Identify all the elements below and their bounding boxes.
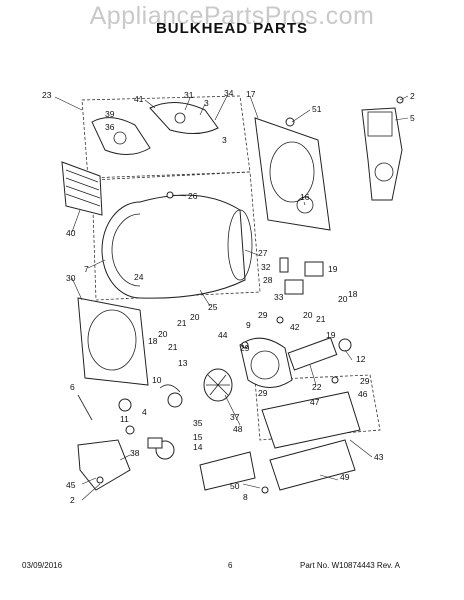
callout-18b: 18 xyxy=(148,336,158,346)
callout-5: 5 xyxy=(410,113,415,123)
thermostat-33 xyxy=(284,279,304,295)
callout-23: 23 xyxy=(42,90,52,100)
group-box-top xyxy=(81,95,251,179)
callout-37: 37 xyxy=(230,412,240,422)
callout-47: 47 xyxy=(310,397,320,407)
callout-21: 21 xyxy=(316,314,326,324)
screws xyxy=(96,96,404,494)
callout-41: 41 xyxy=(134,94,144,104)
callout-40: 40 xyxy=(66,228,76,238)
callout-29d: 29 xyxy=(360,376,370,386)
callout-20b: 20 xyxy=(190,312,200,322)
callout-15: 15 xyxy=(193,432,203,442)
callout-20c: 20 xyxy=(303,310,313,320)
callout-32: 32 xyxy=(261,262,271,272)
footer-page: 6 xyxy=(228,561,233,570)
callout-29: 29 xyxy=(258,310,268,320)
callout-labels: 23 41 31 3 34 17 2 39 36 3 51 5 26 16 40… xyxy=(42,88,415,505)
leader-lines xyxy=(54,93,409,501)
callout-33: 33 xyxy=(274,292,284,302)
callout-14: 14 xyxy=(193,442,203,452)
rear-bulkhead-part xyxy=(149,102,219,134)
callout-4: 4 xyxy=(142,407,147,417)
callout-19b: 19 xyxy=(326,330,336,340)
callout-17: 17 xyxy=(246,89,256,99)
page-title: BULKHEAD PARTS xyxy=(155,20,309,37)
callout-36: 36 xyxy=(105,122,115,132)
rear-panel xyxy=(254,117,331,231)
callout-50: 50 xyxy=(230,481,240,491)
callout-44: 44 xyxy=(218,330,228,340)
callout-26: 26 xyxy=(188,191,198,201)
callout-34: 34 xyxy=(224,88,234,98)
callout-20d: 20 xyxy=(158,329,168,339)
heater-duct xyxy=(261,391,361,449)
callout-30: 30 xyxy=(66,273,76,283)
callout-20: 20 xyxy=(338,294,348,304)
thermal-fuse xyxy=(304,261,324,277)
callout-19: 19 xyxy=(328,264,338,274)
roller xyxy=(118,398,132,412)
callout-3: 3 xyxy=(204,98,209,108)
callout-24: 24 xyxy=(134,272,144,282)
blower-housing xyxy=(239,337,293,388)
callout-11: 11 xyxy=(120,414,129,424)
group-box-drum xyxy=(91,171,261,301)
callout-31: 31 xyxy=(184,90,194,100)
callout-28: 28 xyxy=(263,275,273,285)
callout-10: 10 xyxy=(152,375,162,385)
callout-3b: 3 xyxy=(222,135,227,145)
callout-16: 16 xyxy=(300,192,310,202)
callout-21c: 21 xyxy=(168,342,178,352)
igniter-assy xyxy=(199,451,256,491)
callout-6: 6 xyxy=(70,382,75,392)
callout-46: 46 xyxy=(358,389,368,399)
callout-8: 8 xyxy=(243,492,248,502)
callout-2b: 2 xyxy=(70,495,75,505)
callout-22: 22 xyxy=(312,382,322,392)
callout-35: 35 xyxy=(193,418,203,428)
lint-screen xyxy=(61,161,103,216)
front-bulkhead xyxy=(77,297,149,386)
callout-29c: 29 xyxy=(258,388,268,398)
callout-42: 42 xyxy=(290,322,300,332)
callout-21b: 21 xyxy=(177,318,187,328)
callout-2: 2 xyxy=(410,91,415,101)
callout-13: 13 xyxy=(178,358,188,368)
drum-body xyxy=(139,194,246,299)
sensor-32 xyxy=(279,257,289,273)
callout-38: 38 xyxy=(130,448,140,458)
callout-43: 43 xyxy=(374,452,384,462)
drive-motor xyxy=(287,337,338,371)
footer-date: 03/09/2016 xyxy=(22,561,63,570)
burner-base xyxy=(269,439,356,491)
callout-51: 51 xyxy=(312,104,322,114)
callout-39: 39 xyxy=(105,109,115,119)
callout-25: 25 xyxy=(208,302,218,312)
group-box-bottom xyxy=(254,374,381,441)
callout-18: 18 xyxy=(348,289,358,299)
callout-49: 49 xyxy=(340,472,350,482)
callout-12: 12 xyxy=(356,354,366,364)
rear-seal xyxy=(91,117,151,155)
callout-45: 45 xyxy=(66,480,76,490)
callout-7: 7 xyxy=(84,264,89,274)
watermark: AppliancePartsPros.com xyxy=(89,2,375,30)
lint-duct xyxy=(77,439,131,491)
footer-part-number: Part No. W10874443 Rev. A xyxy=(300,561,400,570)
callout-48: 48 xyxy=(233,424,243,434)
callout-27: 27 xyxy=(258,248,268,258)
callout-9: 9 xyxy=(246,320,251,330)
callout-29b: 29 xyxy=(240,343,250,353)
